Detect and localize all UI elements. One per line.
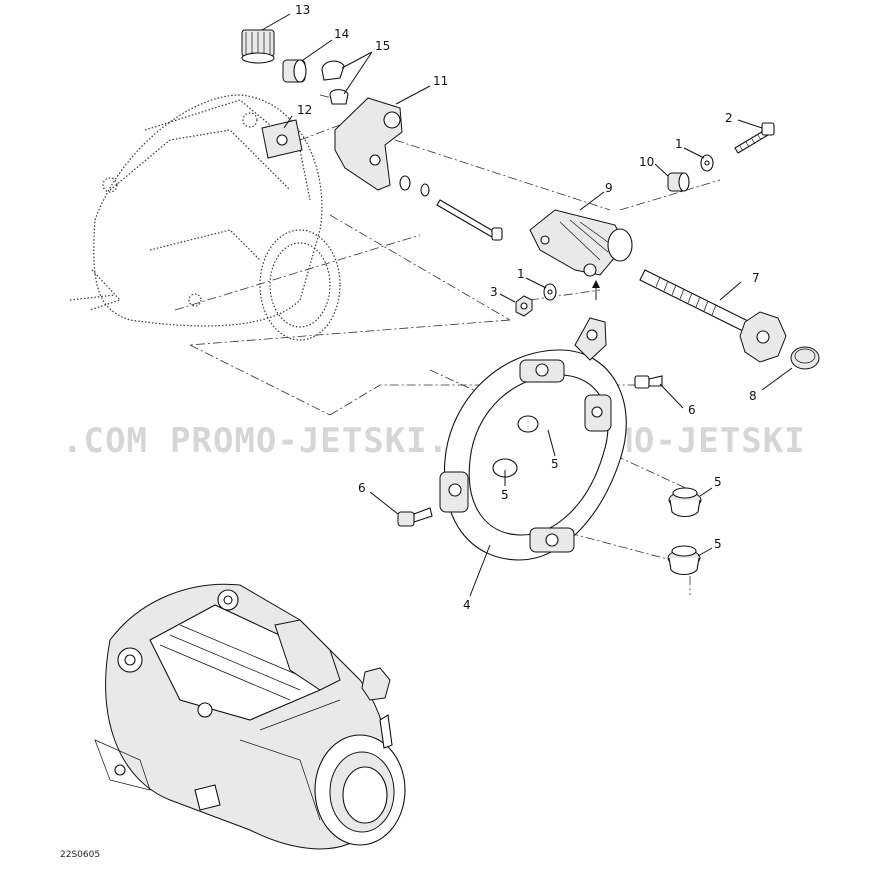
drawing-code: 22S0605 [60,850,100,860]
callout-6-right: 6 [688,403,696,417]
part-11-support [334,97,403,191]
callout-14: 14 [334,27,349,41]
part-6-screw-b [397,507,433,527]
part-6-screw-a [634,375,663,389]
callouts: 13 14 15 11 12 2 1 10 9 1 3 7 8 6 5 5 6 … [295,3,760,612]
callout-5-ring-lower: 5 [501,488,509,502]
callout-5-ring-upper: 5 [551,457,559,471]
part-10-spacer [667,172,690,192]
callout-4: 4 [463,598,471,612]
callout-5-bushing-upper: 5 [714,475,722,489]
assembled-pump-view [94,583,406,850]
callout-5-bushing-lower: 5 [714,537,722,551]
part-12-bracket [261,119,303,159]
callout-8: 8 [749,389,757,403]
callout-11: 11 [433,74,448,88]
callout-2: 2 [725,111,733,125]
part-7-adjuster [639,269,787,363]
watermark: .COM PROMO-JETSKI.COM PROMO-JETSKI [62,421,805,461]
callout-12: 12 [297,103,312,117]
part-2-screw [734,122,775,154]
callout-1-lower: 1 [517,267,525,281]
part-8-cap [790,346,820,370]
assembly-lines [174,94,721,595]
part-13-plug [241,29,275,64]
callout-15: 15 [375,39,390,53]
part-5-bushing-d [667,545,701,576]
callout-1-upper: 1 [675,137,683,151]
part-4-ring [439,317,627,561]
callout-6-left: 6 [358,481,366,495]
part-1-washer-b [543,283,557,301]
hardware-washers [399,175,503,241]
watermark-left: .COM [62,421,148,461]
leader-lines [261,13,793,597]
callout-13: 13 [295,3,310,17]
callout-7: 7 [752,271,760,285]
callout-3: 3 [490,285,498,299]
callout-10: 10 [639,155,654,169]
part-14-bushing [282,59,307,83]
part-1-washer-a [700,154,714,172]
part-9-lever [529,209,633,277]
part-3-nut [515,295,533,317]
part-5-bushing-c [668,487,702,518]
callout-9: 9 [605,181,613,195]
part-15-half-bushings [321,60,349,105]
ghost-pump-housing [69,94,341,341]
